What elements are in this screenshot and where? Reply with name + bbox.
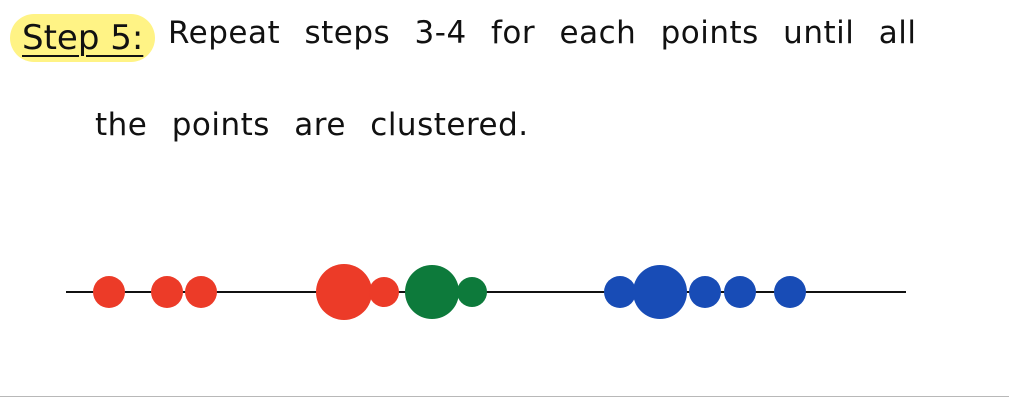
point-9	[633, 265, 687, 319]
point-4	[316, 264, 372, 320]
point-11	[724, 276, 756, 308]
point-7	[457, 277, 487, 307]
footer-rule	[0, 396, 1009, 397]
instruction-line-1: Repeat steps 3-4 for each points until a…	[168, 15, 917, 51]
step-label: Step 5:	[22, 18, 144, 58]
point-12	[774, 276, 806, 308]
clustering-diagram	[66, 264, 906, 320]
point-5	[369, 277, 399, 307]
step-label-highlight: Step 5:	[10, 14, 156, 62]
point-3	[185, 276, 217, 308]
point-8	[604, 276, 636, 308]
instruction-line-2: the points are clustered.	[95, 107, 529, 143]
point-10	[689, 276, 721, 308]
point-6	[405, 265, 459, 319]
point-2	[151, 276, 183, 308]
point-1	[93, 276, 125, 308]
